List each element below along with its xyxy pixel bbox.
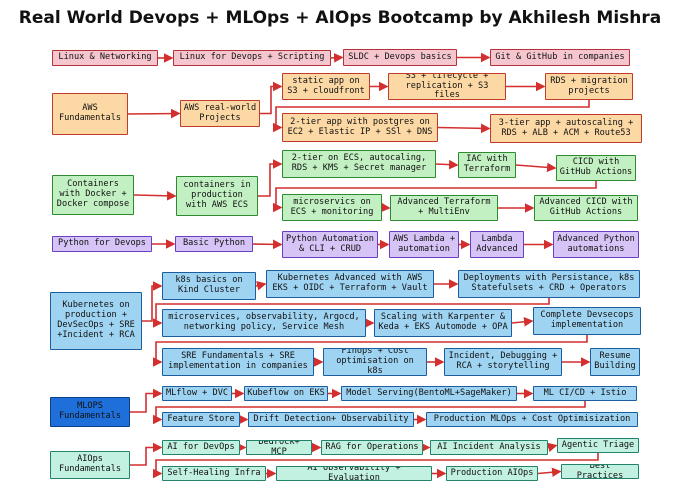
ml-cicd-istio-node: ML CI/CD + Istio [533, 386, 637, 401]
sre-fundamentals-node: SRE Fundamentals + SRE implementation in… [162, 348, 314, 376]
resume-building-node: Resume Building [590, 348, 640, 376]
containers-ecs-node: containers in production with AWS ECS [176, 176, 258, 216]
connector-arrow [130, 442, 163, 466]
connector-arrow [435, 159, 459, 170]
rag-for-operations-node: RAG for Operations [321, 440, 423, 455]
sldc-devops-basics-node: SLDC + Devops basics [343, 49, 457, 66]
production-mlops-node: Production MLOps + Cost Optimisization [426, 412, 638, 427]
python-for-devops-node: Python for Devops [52, 236, 152, 252]
connector-arrow [142, 281, 163, 322]
aws-fundamentals-node: AWS Fundamentals [52, 93, 128, 135]
connector-arrow [537, 467, 562, 478]
aws-lambda-automation-node: AWS Lambda + automation [389, 231, 459, 258]
connector-arrow [260, 81, 283, 115]
static-app-s3-node: static app on S3 + cloudfront [282, 73, 370, 100]
mlops-fundamentals-node: MLOPS Fundamentals [50, 397, 130, 427]
scaling-karpenter-node: Scaling with Karpenter & Keda + EKS Auto… [374, 309, 512, 337]
linux-networking-node: Linux & Networking [52, 50, 158, 66]
connector-arrow [437, 123, 491, 134]
ai-for-devops-node: AI for DevOps [162, 440, 240, 455]
feature-store-node: Feature Store [162, 412, 240, 427]
two-tier-ec2-node: 2-tier app with postgres on EC2 + Elasti… [282, 113, 438, 142]
complete-devsecops-node: Complete Devsecops implementation [533, 307, 641, 335]
microservices-ecs-node: microservics on ECS + monitoring [282, 194, 382, 221]
cicd-github-actions-node: CICD with GitHub Actions [556, 155, 636, 181]
connector-arrow [515, 162, 557, 173]
self-healing-infra-node: Self-Healing Infra [162, 466, 266, 481]
connector-arrow [153, 401, 586, 425]
s3-lifecycle-node: S3 + lifecycle + replication + S3 files [388, 73, 506, 100]
rds-migration-node: RDS + migration projects [545, 73, 633, 100]
page-title: Real World Devops + MLOps + AIOps Bootca… [18, 8, 662, 28]
microservices-argocd-node: microservices, observability, Argocd, ne… [162, 309, 366, 337]
connector-arrow [273, 100, 590, 133]
finops-cost-node: Finops + Cost optimisation on k8s [323, 348, 427, 376]
advanced-python-automations-node: Advanced Python automations [553, 231, 639, 258]
basic-python-node: Basic Python [175, 236, 253, 252]
connector-arrow [380, 202, 391, 213]
iac-terraform-node: IAC with Terraform [458, 152, 516, 178]
k8s-basics-kind-node: k8s basics on Kind Cluster [162, 272, 256, 300]
drift-detection-node: Drift Detection+ Observability [248, 412, 414, 427]
three-tier-autoscaling-node: 3-tier app + autoscaling + RDS + ALB + A… [490, 114, 642, 143]
lambda-advanced-node: Lambda Advanced [470, 231, 524, 258]
bedrock-mcp-node: Bedrock+ MCP [246, 440, 312, 455]
incident-debugging-node: Incident, Debugging + RCA + storytelling [444, 348, 562, 376]
connector-arrow [153, 298, 550, 328]
connector-arrow [255, 281, 267, 291]
ai-incident-analysis-node: AI Incident Analysis [430, 440, 548, 455]
connector-arrow [273, 181, 597, 213]
advanced-cicd-node: Advanced CICD with GitHub Actions [534, 195, 638, 221]
two-tier-ecs-node: 2-tier on ECS, autocaling, RDS + KMS + S… [282, 150, 436, 178]
connector-arrow [127, 108, 181, 119]
aws-real-world-projects-node: AWS real-world Projects [180, 100, 260, 127]
connector-arrow [153, 335, 588, 367]
connector-arrow [153, 453, 599, 479]
linux-devops-scripting-node: Linux for Devops + Scripting [173, 50, 331, 66]
deployments-persistence-node: Deployments with Persistance, k8s Statef… [458, 270, 640, 298]
kubernetes-production-node: Kubernetes on production + DevSecOps + S… [50, 292, 142, 350]
connector-arrow [130, 388, 163, 413]
aiops-fundamentals-node: AIOps Fundamentals [50, 451, 130, 479]
agentic-triage-node: Agentic Triage [557, 438, 639, 453]
kubernetes-advanced-eks-node: Kubernetes Advanced with AWS EKS + OIDC … [266, 270, 434, 298]
connector-arrow [258, 159, 283, 197]
git-github-node: Git & GitHub in companies [490, 49, 630, 66]
connector-arrow [511, 317, 534, 327]
kubeflow-eks-node: Kubeflow on EKS [244, 386, 328, 401]
best-practices-node: Best Practices [561, 464, 639, 479]
containers-docker-node: Containers with Docker + Docker compose [52, 175, 134, 215]
connector-arrow [252, 239, 283, 250]
python-automation-cli-node: Python Automation & CLI + CRUD [282, 231, 378, 258]
model-serving-node: Model Serving(BentoML+SageMaker) [341, 386, 517, 401]
advanced-terraform-node: Advanced Terraform + MultiEnv [390, 195, 498, 221]
connector-arrow [133, 191, 177, 201]
connector-arrow [330, 53, 344, 63]
mlflow-dvc-node: MLflow + DVC [162, 386, 232, 401]
production-aiops-node: Production AIOps [446, 466, 538, 481]
ai-observability-node: AI Observability + Evaluation [276, 466, 432, 481]
connector-arrow [547, 442, 558, 453]
